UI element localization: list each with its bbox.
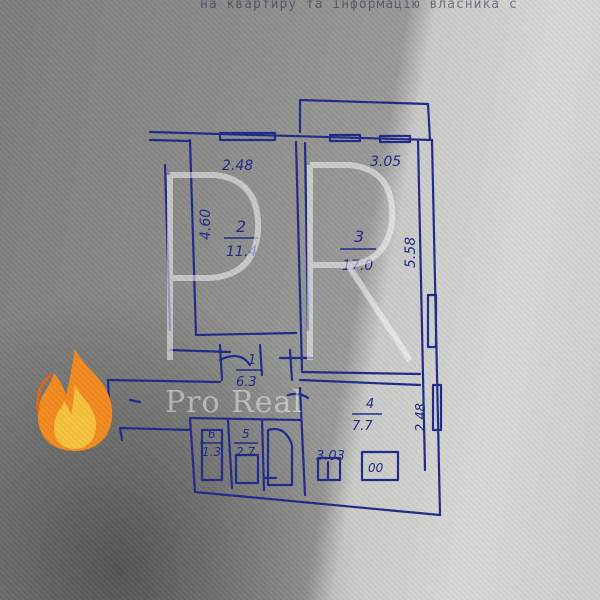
kitchen-sink [316,456,342,482]
room4-number: 4 [366,397,374,412]
window-room2 [218,131,277,142]
window-room3-b [378,134,412,144]
entrance-wall-bottom [118,426,192,432]
room4-area: 7.7 [352,419,373,434]
stove-label: 00 [368,461,384,475]
dim-right-room3: 5.58 [403,237,419,268]
room6-number: 6 [208,427,216,441]
room3-bottom-wall [300,370,422,376]
stove-fixture [360,450,400,482]
window-room3-a [328,133,362,143]
entrance-wall-top [106,378,222,384]
bottom-wall [188,416,442,517]
sink-fixture [234,453,260,485]
dim-left-room2: 4.60 [198,209,214,240]
room6-area: 1.3 [202,445,221,459]
room5-area: 2.7 [236,445,255,459]
bathtub-fixture [266,427,294,487]
balcony-outline [298,98,432,142]
watermark-logo [167,162,413,362]
dim-kitchen-side: 2.48 [414,403,429,432]
dim-top-left: 2.48 [222,158,253,174]
room2-number: 2 [236,217,246,236]
left-wall-room2 [188,138,198,337]
window-room3-side [426,293,438,349]
dim-kitchen-width: 3.03 [316,449,345,464]
bath-divider [226,418,234,490]
room5-number: 5 [242,427,250,441]
window-kitchen-side [431,383,443,432]
toilet-fixture [200,428,224,482]
header-text: на квартиру та інформацію власника с [200,0,518,12]
room1-area: 6.3 [236,375,257,390]
divider-room2-room3 [294,140,304,372]
room3-number: 3 [354,227,364,246]
room2-bottom-wall [194,331,298,337]
watermark-text: Pro Real [165,385,303,420]
dim-top-right: 3.05 [370,154,401,170]
room1-number: 1 [248,353,256,368]
kitchen-left-wall [298,386,307,497]
top-wall [148,130,434,142]
fire-icon [36,349,113,451]
